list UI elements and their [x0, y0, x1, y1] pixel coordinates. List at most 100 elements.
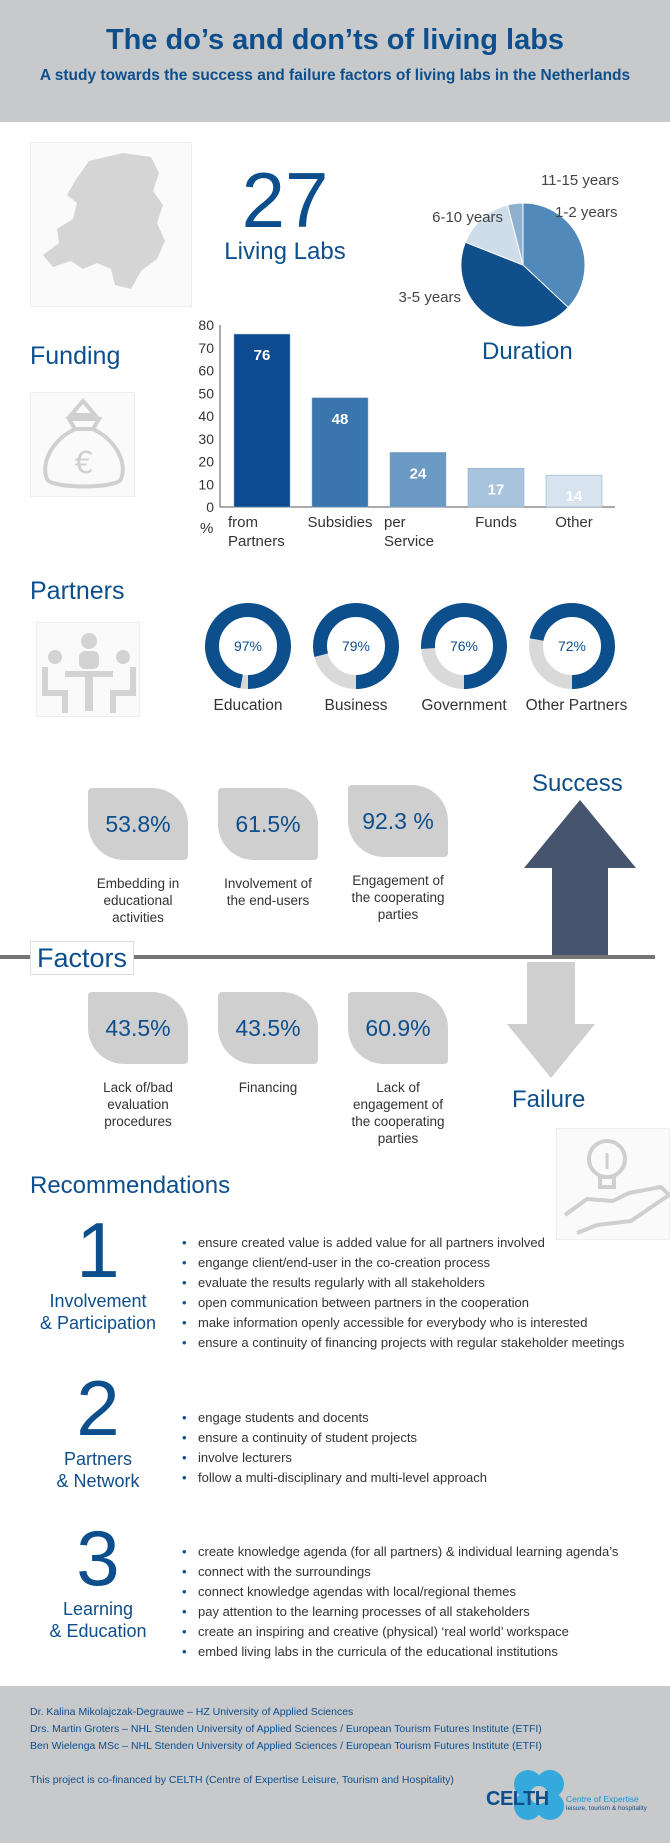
donut-value-label: 79%: [342, 638, 370, 654]
recommendations-title: Recommendations: [30, 1172, 231, 1199]
donut-arc: [529, 603, 615, 689]
list-item: connect knowledge agendas with local/reg…: [182, 1582, 618, 1602]
pie-slice: [506, 202, 524, 266]
donut-label-government: Government: [421, 697, 507, 714]
donut-label-business: Business: [324, 697, 388, 714]
page-subtitle: A study towards the success and failure …: [39, 67, 631, 84]
donut-label-other-partners: Other Partners: [525, 697, 628, 714]
x-tick-label: per: [384, 514, 406, 531]
y-tick-label: 30: [198, 431, 214, 447]
failure-stat-card: 60.9%: [348, 992, 448, 1064]
pie-slice: [460, 241, 569, 328]
logo-text: CELTH: [486, 1788, 549, 1810]
recommendation-label: Learning& Education: [49, 1599, 147, 1641]
funding-title: Funding: [30, 342, 121, 370]
bar: [233, 333, 291, 508]
donut-arc: [421, 603, 507, 689]
bar: [311, 397, 369, 508]
pie-slice: [522, 202, 586, 309]
map-box: [30, 142, 192, 307]
money-box: €: [30, 392, 135, 497]
bar-value-label: 17: [488, 481, 505, 498]
x-tick-label: Partners: [228, 533, 285, 550]
x-tick-label: Subsidies: [307, 514, 372, 531]
partners-title: Partners: [30, 577, 125, 605]
factors-title: Factors: [30, 941, 135, 975]
netherlands-map-icon: [43, 153, 165, 289]
success-arrow-icon: [524, 800, 636, 956]
list-item: ensure a continuity of student projects: [182, 1428, 487, 1448]
x-tick-label: Other: [555, 514, 593, 531]
factors-divider: [0, 955, 655, 959]
bar: [389, 452, 447, 508]
recommendation-number: 1: [76, 1206, 120, 1294]
bar-value-label: 24: [410, 465, 427, 482]
donut-arc: [205, 603, 291, 689]
list-item: create knowledge agenda (for all partner…: [182, 1542, 618, 1562]
x-tick-label: Service: [384, 533, 434, 550]
list-item: embed living labs in the curricula of th…: [182, 1642, 618, 1662]
cofinance-note: This project is co-financed by CELTH (Ce…: [30, 1774, 454, 1786]
list-item: engange client/end-user in the co-creati…: [182, 1253, 624, 1273]
lightbulb-box: [556, 1128, 670, 1240]
success-label: Success: [532, 770, 623, 797]
list-item: evaluate the results regularly with all …: [182, 1273, 624, 1293]
recommendation-list: ensure created value is added value for …: [182, 1233, 624, 1353]
recommendation-label: Partners& Network: [56, 1449, 140, 1491]
partners-donut-charts: 97%79%76%72%: [205, 603, 615, 689]
success-stat-card: 53.8%: [88, 788, 188, 860]
x-tick-label: Funds: [475, 514, 517, 531]
y-tick-label: 50: [198, 385, 214, 401]
list-item: connect with the surroundings: [182, 1562, 618, 1582]
logo-tagline: leisure, tourism & hospitality: [566, 1805, 647, 1812]
funding-bar-chart: 01020304050607080%76fromPartners48Subsid…: [198, 320, 615, 550]
failure-stat-card: 43.5%: [88, 992, 188, 1064]
duration-title: Duration: [482, 338, 573, 365]
recommendation-number: 3: [76, 1514, 120, 1602]
list-item: pay attention to the learning processes …: [182, 1602, 618, 1622]
pie-slice-label: 1-2 years: [555, 204, 618, 221]
pie-slice-label: 3-5 years: [398, 289, 461, 306]
bar: [545, 474, 603, 508]
y-tick-label: 70: [198, 340, 214, 356]
failure-stat-label: Financing: [238, 1080, 298, 1095]
failure-arrow-icon: [507, 962, 595, 1078]
y-axis-unit: %: [200, 520, 213, 537]
failure-stat-card: 43.5%: [218, 992, 318, 1064]
list-item: create an inspiring and creative (physic…: [182, 1622, 618, 1642]
lightbulb-hand-icon: [563, 1139, 670, 1235]
list-item: open communication between partners in t…: [182, 1293, 624, 1313]
list-item: involve lecturers: [182, 1448, 487, 1468]
page-title: The do’s and don’ts of living labs: [105, 24, 565, 56]
list-item: ensure created value is added value for …: [182, 1233, 624, 1253]
failure-label: Failure: [512, 1086, 586, 1113]
pie-slice-label: 6-10 years: [432, 209, 503, 226]
donut-value-label: 72%: [558, 638, 586, 654]
celth-heart-icon: [514, 1770, 564, 1820]
author-credits: Dr. Kalina Mikolajczak-Degrauwe – HZ Uni…: [30, 1706, 542, 1752]
bar-value-label: 14: [566, 488, 583, 505]
svg-text:€: €: [74, 446, 93, 481]
celth-logo: CELTH Centre of Expertise leisure, touri…: [484, 1766, 664, 1836]
bar: [467, 468, 525, 508]
logo-tagline: Centre of Expertise: [566, 1794, 639, 1804]
recommendation-list: engage students and docents ensure a con…: [182, 1408, 487, 1488]
recommendation-list: create knowledge agenda (for all partner…: [182, 1542, 618, 1662]
donut-value-label: 97%: [234, 638, 262, 654]
pie-slice: [464, 204, 524, 266]
list-item: follow a multi-disciplinary and multi-le…: [182, 1468, 487, 1488]
y-tick-label: 10: [198, 476, 214, 492]
list-item: make information openly accessible for e…: [182, 1313, 624, 1333]
meeting-box: [36, 622, 140, 717]
recommendation-label: Involvement& Participation: [39, 1291, 157, 1333]
donut-label-education: Education: [213, 697, 283, 714]
list-item: engage students and docents: [182, 1408, 487, 1428]
success-stat-card: 61.5%: [218, 788, 318, 860]
donut-arc: [313, 603, 399, 689]
